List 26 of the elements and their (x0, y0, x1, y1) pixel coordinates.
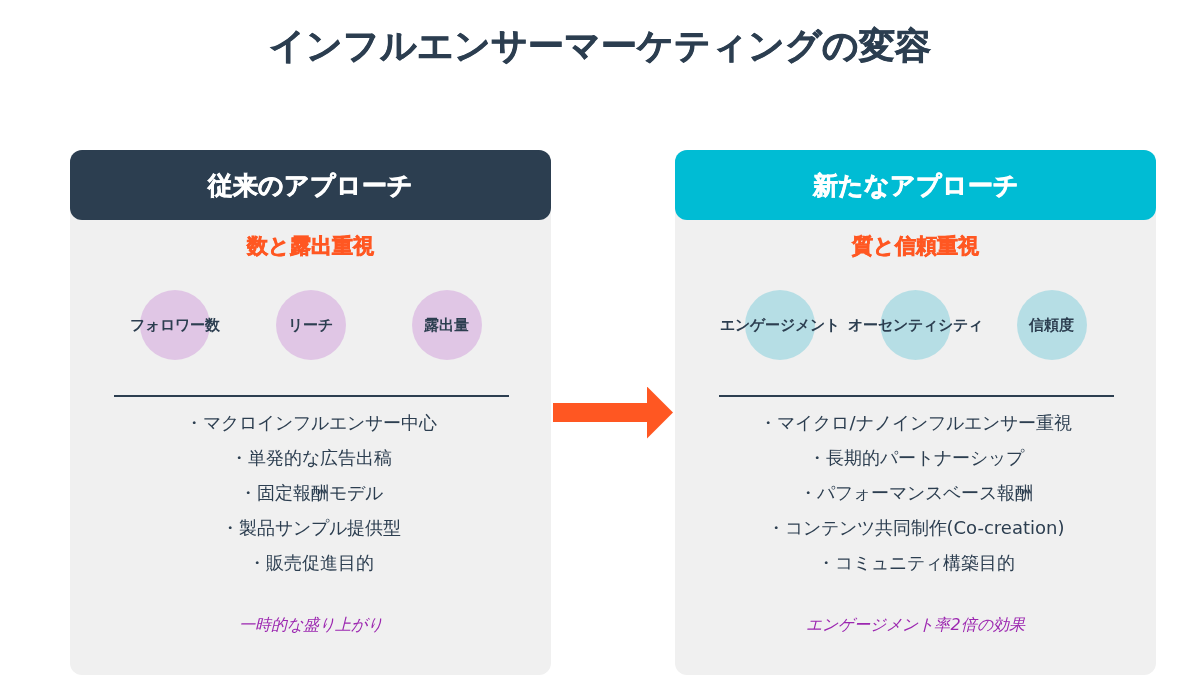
metric-label: フォロワー数 (129, 315, 220, 335)
metric-label: エンゲージメント (719, 315, 840, 335)
list-item: ・固定報酬モデル (238, 481, 383, 505)
metric-label: オーセンティシティ (848, 315, 983, 335)
list-item: ・製品サンプル提供型 (220, 516, 401, 540)
card-subtitle: 数と露出重視 (247, 232, 374, 260)
card-header: 従来のアプローチ (70, 150, 551, 220)
list-item: ・パフォーマンスベース報酬 (798, 481, 1033, 505)
list-item: ・長期的パートナーシップ (807, 446, 1024, 470)
note-text: エンゲージメント率2倍の効果 (806, 615, 1025, 635)
page-title: インフルエンサーマーケティングの変容 (269, 23, 931, 68)
list-item: ・マイクロ/ナノインフルエンサー重視 (759, 411, 1072, 435)
note-text: 一時的な盛り上がり (238, 615, 383, 635)
metric-label: リーチ (288, 315, 333, 335)
card-panel (675, 150, 1156, 675)
list-item: ・コミュニティ構築目的 (816, 551, 1015, 575)
list-item: ・コンテンツ共同制作(Co-creation) (766, 516, 1065, 540)
card-subtitle: 質と信頼重視 (852, 232, 979, 260)
list-item: ・単発的な広告出稿 (229, 446, 392, 470)
arrow (553, 386, 673, 439)
list-item: ・販売促進目的 (247, 551, 374, 575)
list-item: ・マクロインフルエンサー中心 (184, 411, 437, 435)
metric-label: 信頼度 (1029, 315, 1074, 335)
metric-label: 露出量 (424, 315, 469, 335)
card-panel (70, 150, 551, 675)
card-header: 新たなアプローチ (675, 150, 1156, 220)
